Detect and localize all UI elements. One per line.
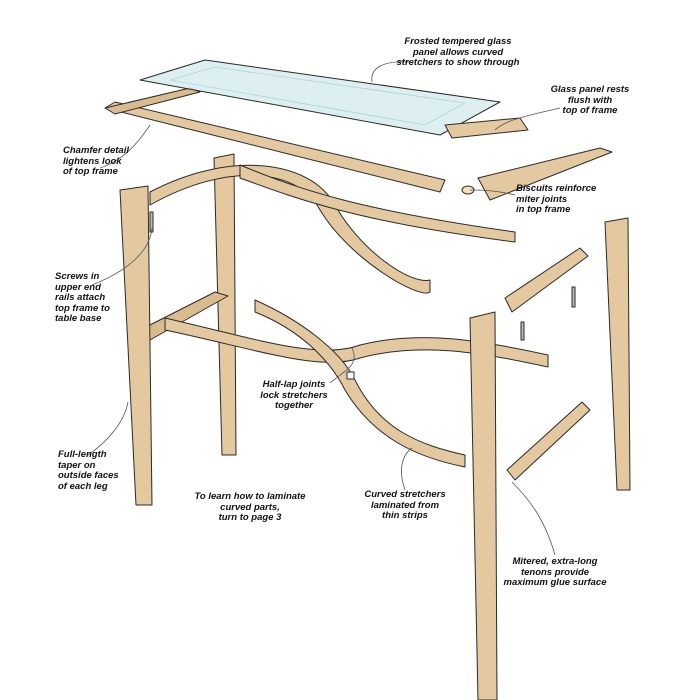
leg-front-left — [119, 185, 153, 506]
leg-front-right — [469, 311, 498, 700]
callout-curved-stretchers: Curved stretchers laminated from thin st… — [364, 489, 446, 521]
top-frame-rail — [104, 101, 446, 193]
callout-glass-flush: Glass panel rests flush with top of fram… — [550, 84, 630, 116]
screw — [520, 321, 525, 341]
note-laminate: To learn how to laminate curved parts, t… — [194, 491, 306, 523]
leg-far-right — [604, 217, 631, 491]
leg-back-left — [213, 153, 237, 456]
callout-half-lap: Half-lap joints lock stretchers together — [260, 379, 328, 411]
callout-leaders — [87, 61, 561, 556]
callout-glass-panel: Frosted tempered glass panel allows curv… — [396, 36, 520, 68]
lower-end-rail — [506, 401, 591, 481]
curved-stretcher-crossing — [254, 299, 466, 468]
upper-end-rail — [504, 247, 589, 313]
screw — [571, 286, 576, 308]
top-frame-rail-left — [104, 87, 201, 115]
callout-chamfer: Chamfer detail lightens look of top fram… — [63, 145, 129, 177]
glass-panel-inner — [169, 66, 466, 126]
curved-stretcher-upper-2 — [239, 164, 516, 243]
callout-biscuits: Biscuits reinforce miter joints in top f… — [516, 183, 597, 215]
half-lap-notch — [346, 371, 355, 380]
top-frame-front-piece — [477, 147, 613, 201]
callout-tenons: Mitered, extra-long tenons provide maxim… — [503, 556, 607, 588]
callout-screws: Screws in upper end rails attach top fra… — [55, 271, 110, 324]
callout-taper: Full-length taper on outside faces of ea… — [58, 449, 119, 492]
glass-panel — [139, 59, 501, 136]
curved-stretcher-upper — [149, 164, 431, 294]
top-frame-rail-right — [444, 117, 529, 139]
